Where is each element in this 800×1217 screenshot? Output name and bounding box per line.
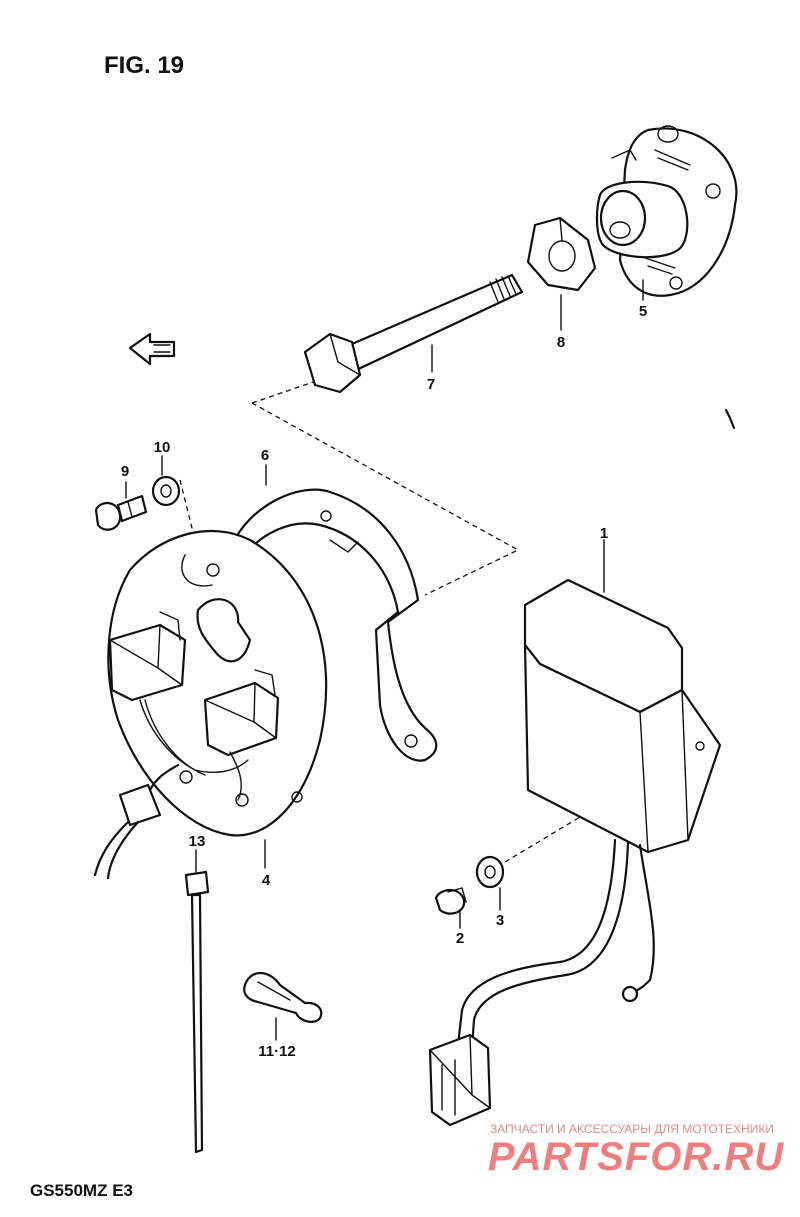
model-code: GS550MZ E3: [30, 1181, 133, 1200]
plain-washer: [151, 475, 181, 507]
callout-leaders: [125, 279, 644, 1041]
long-bolt: [303, 273, 524, 394]
mounting-bolt: [434, 887, 467, 915]
assembly-lead-line: [251, 402, 520, 596]
callout-6: 6: [261, 447, 269, 464]
callout-5: 5: [639, 303, 647, 320]
signal-rotor-assembly: [595, 125, 738, 297]
callout-10: 10: [154, 439, 171, 456]
cable-tie: [184, 870, 210, 1154]
callout-2: 2: [456, 930, 464, 947]
callout-1: 1: [600, 525, 608, 542]
callout-13: 13: [189, 833, 206, 850]
igniter-unit: [428, 578, 722, 1127]
callout-3: 3: [496, 912, 504, 929]
callout-9: 9: [121, 463, 129, 480]
mounting-washer: [475, 855, 505, 889]
callout-7: 7: [427, 376, 435, 393]
hex-nut: [526, 216, 597, 292]
screw-lead-line: [179, 479, 196, 541]
callout-4: 4: [262, 872, 271, 889]
callout-11-12: 11·12: [258, 1043, 296, 1060]
pickup-bracket-plate: [230, 488, 438, 762]
screw: [94, 494, 148, 531]
assembly-lead-line: [251, 377, 326, 404]
stray-mark: [724, 408, 736, 430]
watermark: ЗАПЧАСТИ И АКСЕССУАРЫ ДЛЯ МОТОТЕХНИКИ PA…: [488, 1122, 784, 1179]
watermark-tagline: ЗАПЧАСТИ И АКСЕССУАРЫ ДЛЯ МОТОТЕХНИКИ: [490, 1122, 774, 1136]
watermark-logo: PARTSFOR.RU: [488, 1135, 784, 1179]
pickup-base-plate: [93, 530, 328, 880]
front-direction-arrow: [128, 332, 176, 366]
wire-clamp: [243, 971, 323, 1023]
figure-title: FIG. 19: [104, 52, 184, 79]
callout-8: 8: [557, 334, 565, 351]
